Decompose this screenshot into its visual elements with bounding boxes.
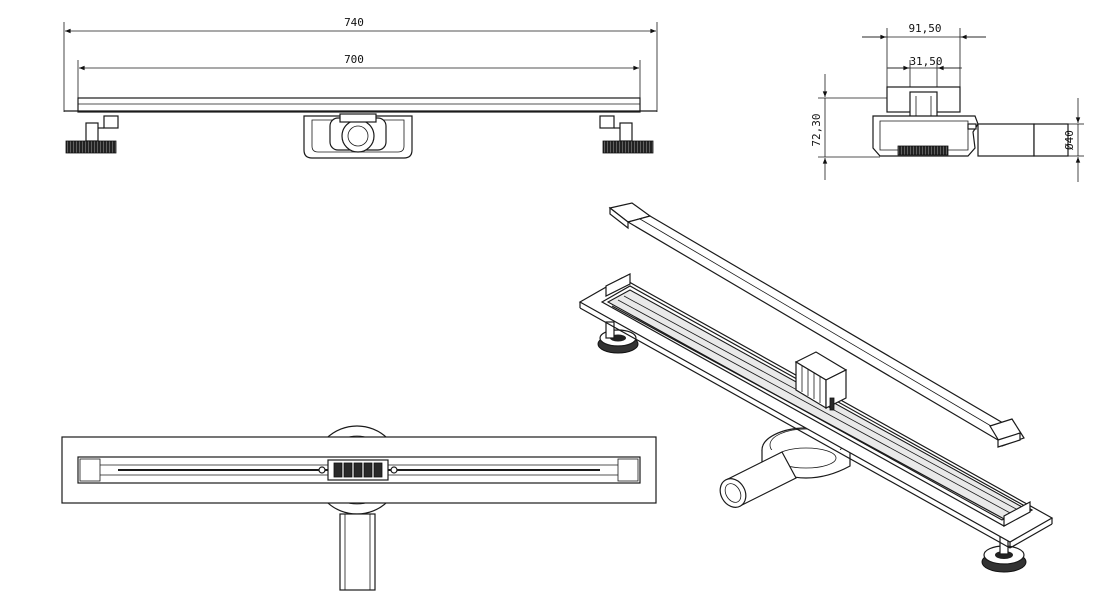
left-adjustable-foot bbox=[65, 115, 119, 154]
center-grate-insert bbox=[318, 459, 398, 481]
channel-body bbox=[77, 97, 641, 113]
grate-width-label: 31,50 bbox=[909, 55, 942, 68]
front-elevation-view: 740 700 bbox=[63, 16, 658, 159]
width-label: 91,50 bbox=[908, 22, 941, 35]
channel-length-label: 700 bbox=[344, 53, 364, 66]
outlet-siphon-front bbox=[303, 113, 413, 159]
iso-outlet bbox=[719, 427, 851, 508]
outlet-diameter-label: Ø40 bbox=[1063, 130, 1076, 150]
grate-cover bbox=[608, 202, 1025, 448]
right-adjustable-foot bbox=[599, 115, 654, 154]
isometric-view bbox=[578, 202, 1054, 573]
side-foot bbox=[897, 145, 949, 156]
iso-channel-body bbox=[578, 273, 1054, 549]
outlet-pipe-end bbox=[1033, 123, 1069, 157]
overall-length-label: 740 bbox=[344, 16, 364, 29]
plan-top-view bbox=[61, 425, 657, 591]
outlet-pipe-plan bbox=[339, 513, 376, 591]
iso-grate-insert bbox=[794, 351, 848, 411]
outlet-pipe-side bbox=[977, 123, 1035, 157]
side-section-view: 91,50 31,50 72,30 Ø40 bbox=[810, 22, 1084, 182]
height-label: 72,30 bbox=[810, 113, 823, 146]
iso-right-foot bbox=[981, 535, 1027, 573]
